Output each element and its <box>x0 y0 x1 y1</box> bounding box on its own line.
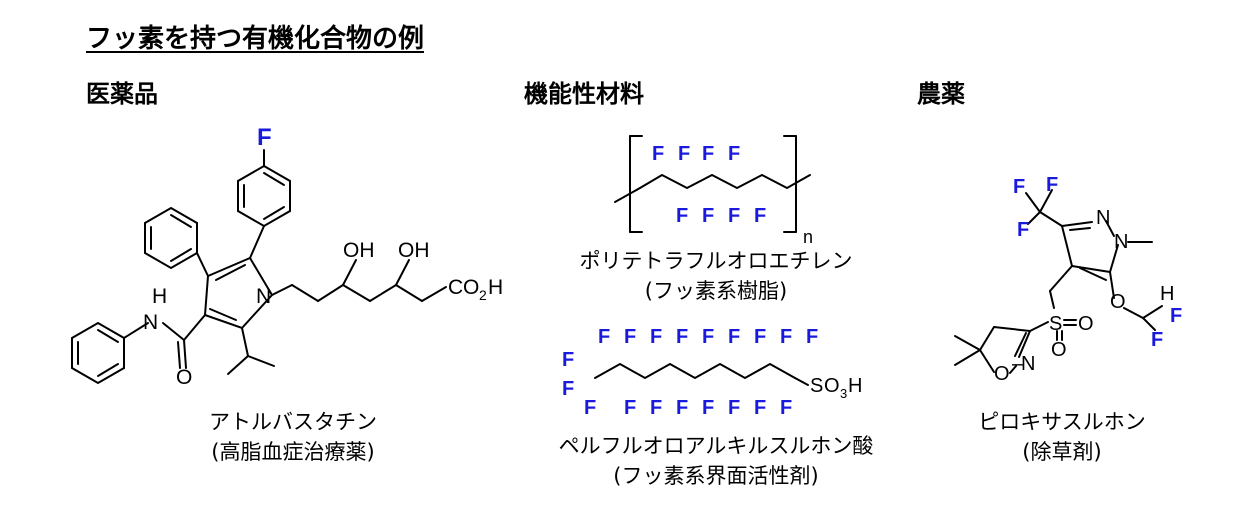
atom-label-fluorine: F <box>728 397 740 419</box>
category-agro: 農薬 <box>917 80 965 108</box>
atom-label-dash: – <box>1012 353 1024 375</box>
ptfe-labels: F F F F F F F F <box>652 143 766 227</box>
atom-label-fluorine: F <box>754 205 766 227</box>
atom-label-fluorine: F <box>652 143 664 165</box>
atom-label-fluorine: F <box>1046 174 1058 196</box>
atom-label-carboxyl-o: O <box>463 276 479 299</box>
atom-label-fluorine: F <box>650 326 662 348</box>
atom-label-oxygen: O <box>1051 339 1067 361</box>
pyroxasulfone-structure <box>954 189 1163 374</box>
atom-label-fluorine: F <box>754 326 766 348</box>
compound-name: ポリテトラフルオロエチレン <box>579 249 853 273</box>
compound-use: (除草剤) <box>1022 440 1102 464</box>
ptfe-caption: ポリテトラフルオロエチレン (フッ素系樹脂) <box>580 245 853 305</box>
polymer-repeat-n: n <box>803 227 813 247</box>
atom-label-fluorine: F <box>1151 329 1163 351</box>
atom-label-fluorine: F <box>728 143 740 165</box>
atom-label-fluorine: F <box>676 397 688 419</box>
atom-label-fluorine: F <box>1170 305 1182 327</box>
atom-label-fluorine: F <box>1013 176 1025 198</box>
compound-name: ピロキサスルホン <box>978 410 1146 434</box>
atom-label-fluorine: F <box>702 143 714 165</box>
atom-label-oxygen: O <box>1078 313 1094 335</box>
atom-label-fluorine: F <box>624 326 636 348</box>
pfos-structure <box>594 362 809 386</box>
atorvastatin-structure <box>71 149 447 385</box>
atom-label-fluorine: F <box>676 205 688 227</box>
atom-label-fluorine: F <box>650 397 662 419</box>
category-pharma: 医薬品 <box>86 80 158 108</box>
pyroxasulfone-caption: ピロキサスルホン (除草剤) <box>978 406 1146 466</box>
atom-label-nitrogen: N <box>256 285 271 308</box>
category-materials: 機能性材料 <box>524 80 644 108</box>
atom-label-hydroxyl-2: OH <box>398 239 430 262</box>
atom-label-oxygen: O <box>1110 291 1126 313</box>
pfos-labels: F F F F F F F F F F F F F F F F F F F <box>562 326 818 419</box>
page-title: フッ素を持つ有機化合物の例 <box>86 24 425 54</box>
atom-label-fluorine: F <box>780 397 792 419</box>
atom-label-fluorine: F <box>806 326 818 348</box>
atom-label-fluorine: F <box>754 397 766 419</box>
compound-name: ペルフルオロアルキルスルホン酸 <box>558 434 874 458</box>
atom-label-nitrogen: N <box>1021 353 1035 375</box>
atom-label-amide-h: H <box>152 285 167 308</box>
svg-text:O: O <box>824 375 840 397</box>
atorvastatin-caption: アトルバスタチン (高脂血症治療薬) <box>209 406 377 466</box>
svg-text:3: 3 <box>840 386 847 401</box>
atom-label-hydrogen: H <box>1160 283 1174 305</box>
pyroxasulfone-labels: F F F N N O H F F S O O O – N <box>994 174 1182 385</box>
atom-label-hydroxyl-1: OH <box>343 239 375 262</box>
atom-label-fluorine: F <box>702 397 714 419</box>
compound-name: アトルバスタチン <box>209 410 377 434</box>
atom-label-fluorine: F <box>702 326 714 348</box>
atom-label-fluorine: F <box>702 205 714 227</box>
atom-label-carboxyl-h: H <box>488 276 503 299</box>
atom-label-fluorine: F <box>780 326 792 348</box>
atom-label-carboxyl-c: C <box>448 276 463 299</box>
atom-label-fluorine: F <box>257 124 272 151</box>
atom-label-amide-o: O <box>176 366 192 389</box>
atom-label-carboxyl-subscript: 2 <box>479 287 487 303</box>
atom-label-sulfur: S <box>1049 313 1062 335</box>
svg-text:H: H <box>848 375 862 397</box>
atom-label-fluorine: F <box>584 397 596 419</box>
atom-label-fluorine: F <box>624 397 636 419</box>
atom-label-nitrogen: N <box>1096 207 1110 229</box>
compound-use: (高脂血症治療薬) <box>211 440 375 464</box>
atom-label-fluorine: F <box>728 205 740 227</box>
atom-label-fluorine: F <box>598 326 610 348</box>
atom-label-fluorine: F <box>562 378 574 400</box>
compound-use: (フッ素系樹脂) <box>644 279 788 303</box>
atom-label-fluorine: F <box>678 143 690 165</box>
atom-label-amide-n: N <box>143 311 158 334</box>
atom-label-fluorine: F <box>1017 219 1029 241</box>
atom-label-oxygen: O <box>994 363 1010 385</box>
atom-label-fluorine: F <box>676 326 688 348</box>
pfos-caption: ペルフルオロアルキルスルホン酸 (フッ素系界面活性剤) <box>559 430 874 490</box>
atom-label-fluorine: F <box>728 326 740 348</box>
atorvastatin-labels: F N H N O OH OH C O 2 H <box>143 124 503 389</box>
atom-label-nitrogen: N <box>1114 231 1128 253</box>
svg-text:S: S <box>810 375 823 397</box>
ptfe-structure <box>614 135 811 233</box>
compound-use: (フッ素系界面活性剤) <box>613 464 819 488</box>
pfos-sulfonic-label: S O 3 H <box>810 375 862 401</box>
atom-label-fluorine: F <box>562 349 574 371</box>
